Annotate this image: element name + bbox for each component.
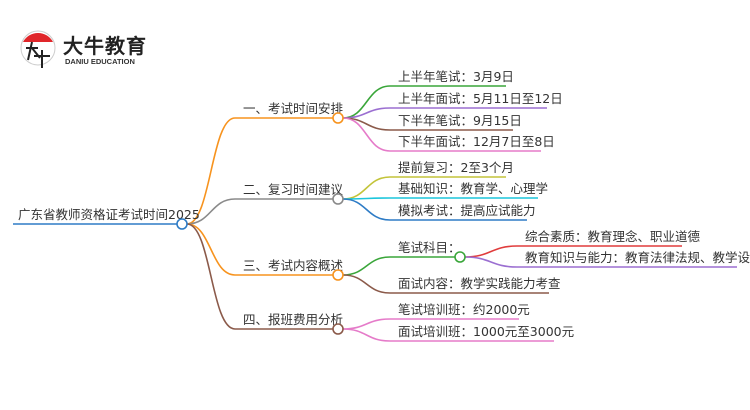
logo-name-cn: 大牛教育 bbox=[63, 34, 147, 58]
subleaf-connector bbox=[464, 256, 518, 268]
leaf-node[interactable]: 上半年面试：5月11日至12日 bbox=[398, 91, 563, 106]
logo-mark-icon bbox=[20, 30, 56, 68]
branch-node[interactable]: 一、考试时间安排 bbox=[243, 101, 344, 116]
leaf-connector bbox=[342, 198, 391, 221]
leaf-node[interactable]: 下半年面试：12月7日至8日 bbox=[398, 134, 555, 149]
leaf-node[interactable]: 上半年笔试：3月9日 bbox=[398, 69, 514, 84]
leaf-connector bbox=[342, 318, 391, 330]
leaf-node[interactable]: 笔试科目： bbox=[398, 240, 461, 255]
leaf-connector bbox=[342, 274, 391, 294]
branch-connector bbox=[186, 223, 236, 276]
branch-connector bbox=[186, 223, 236, 330]
leaf-node[interactable]: 提前复习：2至3个月 bbox=[398, 160, 514, 175]
root-node[interactable]: 广东省教师资格证考试时间2025 bbox=[18, 207, 200, 222]
collapse-toggle[interactable] bbox=[332, 269, 344, 281]
subleaf-connector bbox=[464, 245, 518, 258]
leaf-node[interactable]: 面试内容：教学实践能力考查 bbox=[398, 276, 561, 291]
root-collapse-toggle[interactable] bbox=[176, 218, 188, 230]
subleaf-node[interactable]: 教育知识与能力：教育法律法规、教学设计 bbox=[525, 250, 750, 265]
leaf-node[interactable]: 笔试培训班：约2000元 bbox=[398, 302, 530, 317]
branch-node[interactable]: 四、报班费用分析 bbox=[243, 312, 343, 327]
leaf-node[interactable]: 面试培训班：1000元至3000元 bbox=[398, 324, 574, 339]
collapse-toggle[interactable] bbox=[332, 112, 344, 124]
logo-name-en: DANIU EDUCATION bbox=[65, 57, 135, 66]
leaf-node[interactable]: 模拟考试：提高应试能力 bbox=[398, 203, 536, 218]
collapse-toggle[interactable] bbox=[332, 323, 344, 335]
subleaf-node[interactable]: 综合素质：教育理念、职业道德 bbox=[525, 229, 701, 244]
leaf-connector bbox=[342, 328, 391, 342]
branch-node[interactable]: 二、复习时间建议 bbox=[243, 182, 344, 197]
branch-connector bbox=[186, 198, 236, 225]
collapse-toggle[interactable] bbox=[454, 251, 466, 263]
leaf-node[interactable]: 基础知识：教育学、心理学 bbox=[398, 181, 548, 196]
leaf-connector bbox=[342, 176, 391, 200]
leaf-connector bbox=[342, 117, 391, 152]
branch-connector bbox=[186, 117, 236, 225]
collapse-toggle[interactable] bbox=[332, 193, 344, 205]
branch-node[interactable]: 三、考试内容概述 bbox=[243, 258, 344, 273]
leaf-connector bbox=[342, 256, 391, 276]
leaf-node[interactable]: 下半年笔试：9月15日 bbox=[398, 113, 522, 128]
